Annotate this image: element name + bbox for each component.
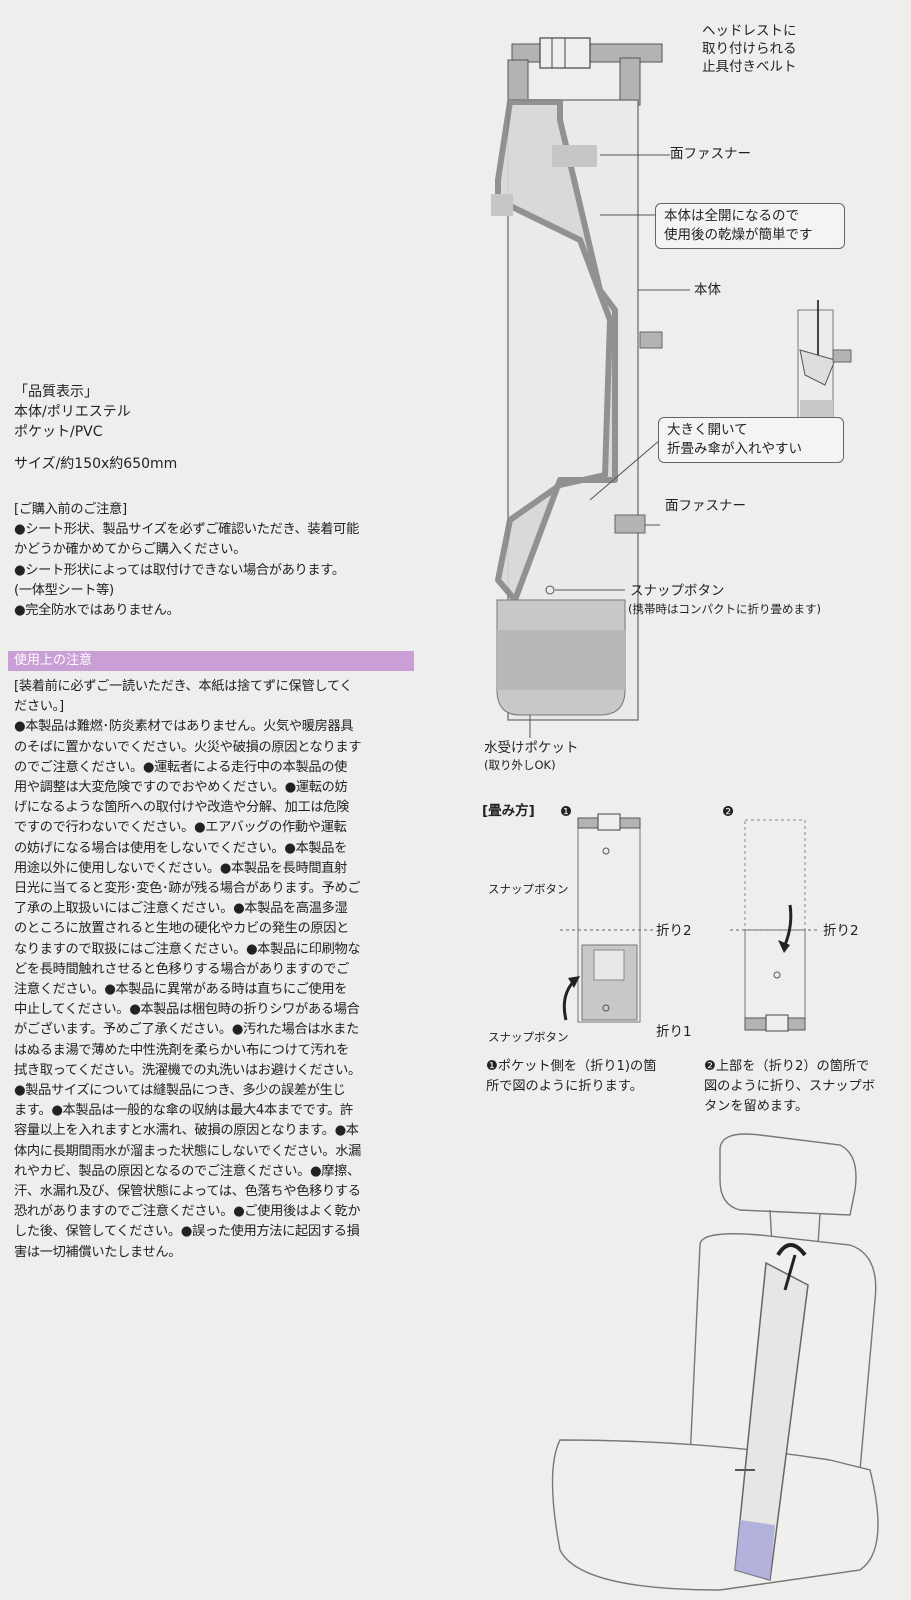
callout-line: 本体は全開になるので [664, 208, 799, 224]
usage-line: がございます。予めご了承ください。●汚れた場合は水また [14, 1022, 359, 1038]
belt-label-line: ヘッドレストに [702, 23, 797, 39]
usage-line: 注意ください。●本製品に異常がある時は直ちにご使用を [14, 982, 348, 998]
wide-open-callout: 大きく開いて 折畳み傘が入れやすい [658, 417, 844, 463]
usage-line: のところに放置されると生地の硬化やカビの発生の原因と [14, 921, 350, 937]
snap-button-label: スナップボタン [630, 583, 725, 599]
usage-line: どを長時間触れさせると色移りする場合がありますのでご [14, 961, 350, 977]
usage-line: の妨げになる場合は使用をしないでください。●本製品を [14, 840, 347, 856]
purchase-notice: [ご購入前のご注意] ●シート形状、製品サイズを必ずご確認いただき、装着可能 か… [14, 500, 414, 621]
folding-step2-illustration [730, 819, 820, 1032]
belt-label-line: 取り付けられる [702, 41, 797, 57]
step1-instructions: ❶ポケット側を（折り1)の箇 所で図のように折ります。 [486, 1057, 656, 1097]
callout-line: 使用後の乾燥が簡単です [664, 227, 813, 243]
usage-line: げになるような箇所への取付けや改造や分解、加工は危険 [14, 800, 350, 816]
notice-line: (一体型シート等) [14, 582, 114, 598]
step2-line: ❷上部を（折り2）の箇所で [704, 1059, 870, 1074]
step2-marker: ❷ [722, 804, 735, 820]
usage-line: なりますので取扱にはご注意ください。●本製品に印刷物な [14, 941, 361, 957]
usage-line: 了承の上取扱いにはご注意ください。●本製品を高温多湿 [14, 901, 348, 917]
usage-line: のでご注意ください。●運転者による走行中の本製品の使 [14, 759, 347, 775]
usage-line: ださい。] [14, 699, 64, 715]
inset-umbrella-illustration [797, 300, 852, 432]
usage-caution-text: [装着前に必ずご一読いただき、本紙は捨てずに保管してく ださい。] ●本製品は難… [14, 677, 414, 1263]
usage-line: 日光に当てると変形･変色･跡が残る場合があります。予めご [14, 881, 361, 897]
open-dry-callout: 本体は全開になるので 使用後の乾燥が簡単です [655, 203, 845, 249]
step1-line: 所で図のように折ります。 [486, 1079, 643, 1094]
velcro-mid-label: 面ファスナー [665, 498, 746, 514]
usage-line: 中止してください。●本製品は梱包時の折りシワがある場合 [14, 1002, 360, 1018]
step2-instructions: ❷上部を（折り2）の箇所で 図のように折り、スナップボ タンを留めます。 [704, 1057, 875, 1117]
quality-size: サイズ/約150x約650mm [14, 456, 178, 472]
installed-case-illustration [734, 1243, 809, 1581]
usage-line: れやカビ、製品の原因となるのでご注意ください。●摩擦、 [14, 1163, 360, 1179]
quality-material-pocket: ポケット/PVC [14, 424, 103, 440]
usage-line: 用や調整は大変危険ですのでおやめください。●運転の妨 [14, 780, 348, 796]
usage-line: 汗、水漏れ及び、保管状態によっては、色落ちや色移りする [14, 1184, 361, 1200]
fold1-label: 折り1 [656, 1024, 692, 1040]
notice-line: ●シート形状によっては取付けできない場合があります。 [14, 562, 345, 578]
body-label: 本体 [694, 282, 721, 298]
umbrella-case-body [491, 99, 663, 721]
usage-line: はぬるま湯で薄めた中性洗剤を柔らかい布につけて汚れを [14, 1042, 350, 1058]
velcro-top-label: 面ファスナー [670, 146, 751, 162]
callout-line: 折畳み傘が入れやすい [667, 441, 802, 457]
usage-line: ●本製品は難燃･防炎素材ではありません。火気や暖房器具 [14, 719, 354, 735]
fold2-label-b: 折り2 [823, 923, 859, 939]
step1-marker: ❶ [560, 804, 573, 820]
notice-line: ●シート形状、製品サイズを必ずご確認いただき、装着可能 [14, 522, 359, 538]
usage-line: [装着前に必ずご一読いただき、本紙は捨てずに保管してく [14, 679, 353, 694]
belt-label-line: 止具付きベルト [702, 59, 797, 75]
usage-line: 用途以外に使用しないでください。●本製品を長時間直射 [14, 860, 347, 876]
usage-line: 害は一切補償いたしません。 [14, 1244, 182, 1260]
step2-line: 図のように折り、スナップボ [704, 1079, 875, 1094]
snap-button-b-label: スナップボタン [488, 1030, 569, 1044]
usage-line: 恐れがありますのでご注意ください。●ご使用後はよく乾か [14, 1204, 361, 1220]
notice-line: かどうか確かめてからご購入ください。 [14, 542, 246, 558]
water-pocket-label: 水受けポケット [484, 740, 579, 756]
snap-button-note: (携帯時はコンパクトに折り畳めます) [628, 602, 821, 616]
usage-line: した後、保管してください。●誤った使用方法に起因する損 [14, 1224, 360, 1240]
usage-caution-bar: 使用上の注意 [8, 651, 414, 671]
snap-button-a-label: スナップボタン [488, 882, 569, 896]
fold2-label-a: 折り2 [656, 923, 692, 939]
quality-section: 「品質表示」 本体/ポリエステル ポケット/PVC サイズ/約150x約650m… [14, 382, 414, 474]
usage-line: 拭き取ってください。洗濯機での丸洗いはお避けください。 [14, 1062, 361, 1078]
car-seat-illustration [551, 1133, 879, 1591]
usage-line: ます。●本製品は一般的な傘の収納は最大4本までです。許 [14, 1103, 353, 1119]
callout-line: 大きく開いて [667, 422, 748, 438]
usage-line: 体内に長期間雨水が溜まった状態にしないでください。水漏 [14, 1143, 362, 1159]
headrest-belt-illustration [507, 37, 663, 106]
quality-material-body: 本体/ポリエステル [14, 404, 131, 420]
step1-line: ❶ポケット側を（折り1)の箇 [486, 1059, 657, 1074]
usage-line: のそばに置かないでください。火災や破損の原因となります [14, 739, 362, 755]
notice-heading: [ご購入前のご注意] [14, 502, 127, 517]
step2-line: タンを留めます。 [704, 1099, 809, 1114]
folding-step1-illustration [560, 813, 655, 1023]
folding-heading: [畳み方] [482, 803, 535, 819]
belt-label: ヘッドレストに 取り付けられる 止具付きベルト [702, 22, 797, 76]
usage-line: 容量以上を入れますと水濡れ、破損の原因となります。●本 [14, 1123, 359, 1139]
water-pocket-note: (取り外しOK) [484, 758, 556, 772]
usage-line: ですので行わないでください。●エアバッグの作動や運転 [14, 820, 347, 836]
notice-line: ●完全防水ではありません。 [14, 603, 180, 619]
usage-line: ●製品サイズについては縫製品につき、多少の誤差が生じ [14, 1083, 346, 1099]
quality-heading: 「品質表示」 [14, 384, 98, 400]
leader-lines [529, 154, 690, 738]
